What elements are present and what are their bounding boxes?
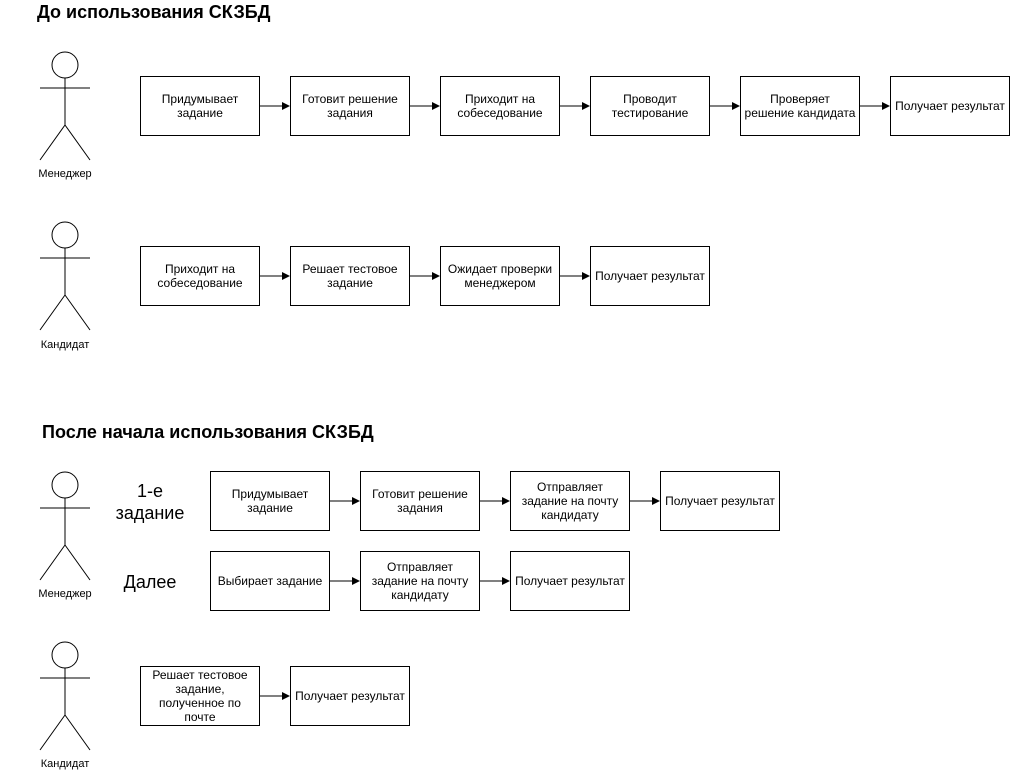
process-step-box[interactable]: Получает результат [290, 666, 410, 726]
process-step-box[interactable]: Проверяет решение кандидата [740, 76, 860, 136]
actor-label: Менеджер [38, 168, 92, 180]
process-step-box[interactable]: Придумывает задание [210, 471, 330, 531]
process-step-box[interactable]: Приходит на собеседование [440, 76, 560, 136]
actor-label: Кандидат [40, 758, 90, 770]
process-step-box[interactable]: Готовит решение задания [360, 471, 480, 531]
actor-stick-figure-icon [39, 51, 91, 161]
process-step-box[interactable]: Получает результат [590, 246, 710, 306]
process-step-box[interactable]: Получает результат [890, 76, 1010, 136]
actor-stick-figure-icon [39, 221, 91, 331]
row-label: Далее [123, 572, 177, 592]
process-step-box[interactable]: Решает тестовое задание [290, 246, 410, 306]
process-step-box[interactable]: Отправляет задание на почту кандидату [360, 551, 480, 611]
process-step-box[interactable]: Решает тестовое задание, полученное по п… [140, 666, 260, 726]
process-step-box[interactable]: Приходит на собеседование [140, 246, 260, 306]
actor-stick-figure-icon [39, 471, 91, 581]
section-title: После начала использования СКЗБД [42, 422, 374, 442]
process-step-box[interactable]: Отправляет задание на почту кандидату [510, 471, 630, 531]
process-step-box[interactable]: Придумывает задание [140, 76, 260, 136]
process-step-box[interactable]: Проводит тестирование [590, 76, 710, 136]
row-label: 1-е задание [115, 481, 185, 523]
process-step-box[interactable]: Получает результат [660, 471, 780, 531]
process-step-box[interactable]: Ожидает проверки менеджером [440, 246, 560, 306]
section-title: До использования СКЗБД [37, 2, 271, 22]
process-step-box[interactable]: Получает результат [510, 551, 630, 611]
process-step-box[interactable]: Готовит решение задания [290, 76, 410, 136]
actor-stick-figure-icon [39, 641, 91, 751]
actor-label: Менеджер [38, 588, 92, 600]
actor-label: Кандидат [40, 339, 90, 351]
process-step-box[interactable]: Выбирает задание [210, 551, 330, 611]
